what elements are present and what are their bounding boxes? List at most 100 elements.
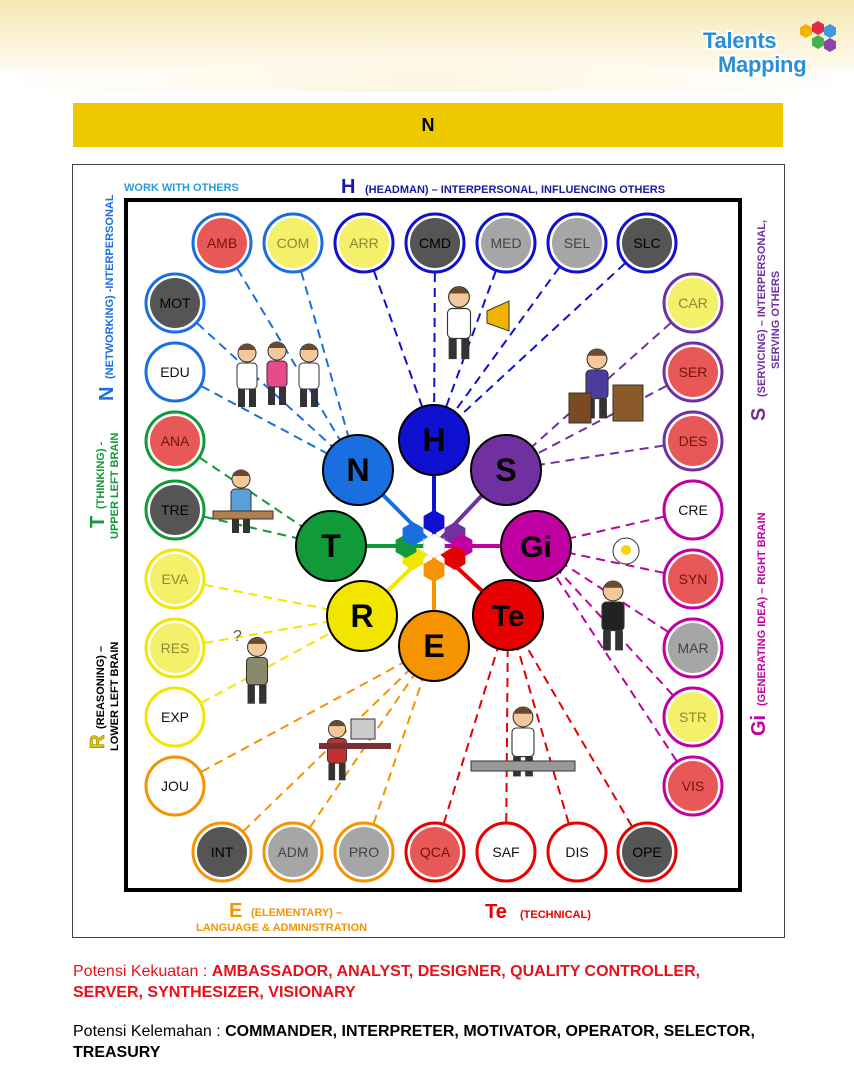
role-label-qca: QCA: [420, 844, 451, 860]
role-label-dis: DIS: [565, 844, 588, 860]
hub-label-gi: Gi: [520, 531, 552, 564]
role-int: INT: [191, 821, 253, 883]
person-figure: [245, 637, 269, 704]
person-figure: [446, 286, 472, 360]
talents-mapping-logo: Talents Mapping: [700, 18, 840, 80]
role-label-med: MED: [490, 235, 521, 251]
connector-qca: [434, 614, 509, 853]
hub-t: T: [295, 510, 367, 582]
role-ser: SER: [662, 341, 724, 403]
role-ope: OPE: [616, 821, 678, 883]
connector-saf: [505, 614, 509, 853]
hub-e: E: [398, 610, 470, 682]
connector-ser: [505, 371, 694, 471]
connector-exp: [174, 615, 363, 718]
core-hex-e: [423, 558, 445, 582]
role-label-str: STR: [679, 709, 707, 725]
role-vis: VIS: [662, 755, 724, 817]
role-adm: ADM: [262, 821, 324, 883]
connector-tre: [174, 509, 332, 547]
role-label-edu: EDU: [160, 364, 190, 380]
label-te-letter: Te: [485, 901, 507, 923]
section-title: N: [421, 114, 435, 135]
strength-summary: Potensi Kekuatan : AMBASSADOR, ANALYST, …: [73, 961, 773, 1003]
desk-icon: [319, 743, 391, 749]
hub-label-t: T: [321, 528, 341, 564]
role-syn: SYN: [662, 548, 724, 610]
label-t-text-1: (THINKING) -: [95, 441, 107, 509]
logo-text-talents: Talents: [703, 28, 777, 53]
person-figure: [266, 341, 288, 405]
label-h-letter: H: [341, 176, 355, 198]
role-label-des: DES: [679, 433, 708, 449]
role-label-cmd: CMD: [419, 235, 451, 251]
label-n-letter: N: [96, 387, 118, 401]
logo-text-mapping: Mapping: [718, 52, 807, 77]
connector-dis: [507, 614, 578, 853]
hub-te: Te: [472, 579, 544, 651]
role-label-slc: SLC: [633, 235, 660, 251]
person-figure: [230, 469, 252, 533]
label-t-text-2: UPPER LEFT BRAIN: [109, 433, 121, 539]
hub-label-e: E: [423, 628, 444, 664]
role-res: RES: [144, 617, 206, 679]
connector-int: [221, 645, 435, 853]
role-qca: QCA: [404, 821, 466, 883]
label-r-letter: R: [87, 734, 109, 749]
role-label-res: RES: [161, 640, 190, 656]
role-com: COM: [262, 212, 324, 274]
role-label-vis: VIS: [682, 778, 705, 794]
label-e-letter: E: [229, 900, 242, 922]
hub-label-s: S: [495, 452, 516, 488]
label-s-text-2: SERVING OTHERS: [770, 271, 782, 369]
illustrations: ?: [212, 286, 644, 781]
person-figure: [236, 343, 258, 407]
hub-n: N: [322, 434, 394, 506]
person-figure: [585, 348, 609, 419]
header-band: [0, 0, 854, 92]
role-label-arr: ARR: [349, 235, 379, 251]
connector-slc: [433, 242, 648, 441]
role-label-tre: TRE: [161, 502, 189, 518]
role-label-com: COM: [277, 235, 310, 251]
role-ana: ANA: [144, 410, 206, 472]
role-dis: DIS: [546, 821, 608, 883]
label-gi-text: (GENERATING IDEA) – RIGHT BRAIN: [756, 512, 768, 706]
role-str: STR: [662, 686, 724, 748]
connector-med: [433, 242, 507, 441]
role-label-int: INT: [211, 844, 234, 860]
strength-label: Potensi Kekuatan :: [73, 963, 212, 980]
luggage-icon: [568, 392, 592, 424]
role-label-ope: OPE: [632, 844, 662, 860]
role-saf: SAF: [475, 821, 537, 883]
hub-label-h: H: [422, 422, 445, 458]
role-label-saf: SAF: [492, 844, 519, 860]
role-med: MED: [475, 212, 537, 274]
desk-icon: [212, 510, 274, 520]
role-label-cre: CRE: [678, 502, 708, 518]
workbench-icon: [470, 760, 576, 772]
role-slc: SLC: [616, 212, 678, 274]
connector-pro: [363, 645, 435, 853]
connector-cmd: [433, 242, 436, 441]
weakness-value: COMMANDER, INTERPRETER, MOTIVATOR, OPERA…: [73, 1023, 755, 1061]
label-s-text-1: (SERVICING) – INTERPERSONAL,: [756, 220, 768, 397]
label-s-letter: S: [748, 408, 770, 421]
connector-cre: [535, 509, 694, 547]
role-edu: EDU: [144, 341, 206, 403]
role-label-pro: PRO: [349, 844, 379, 860]
weakness-summary: Potensi Kelemahan : COMMANDER, INTERPRET…: [73, 1021, 773, 1063]
role-label-jou: JOU: [161, 778, 189, 794]
label-h-text: (HEADMAN) – INTERPERSONAL, INFLUENCING O…: [365, 184, 665, 196]
core-hex-n: [402, 522, 424, 546]
person-figure: [601, 580, 625, 651]
role-pro: PRO: [333, 821, 395, 883]
label-work-with-others: WORK WITH OTHERS: [124, 182, 239, 194]
connector-ope: [507, 614, 648, 853]
role-label-ana: ANA: [161, 433, 190, 449]
role-tre: TRE: [144, 479, 206, 541]
label-r-text-1: (REASONING) –: [95, 646, 107, 729]
